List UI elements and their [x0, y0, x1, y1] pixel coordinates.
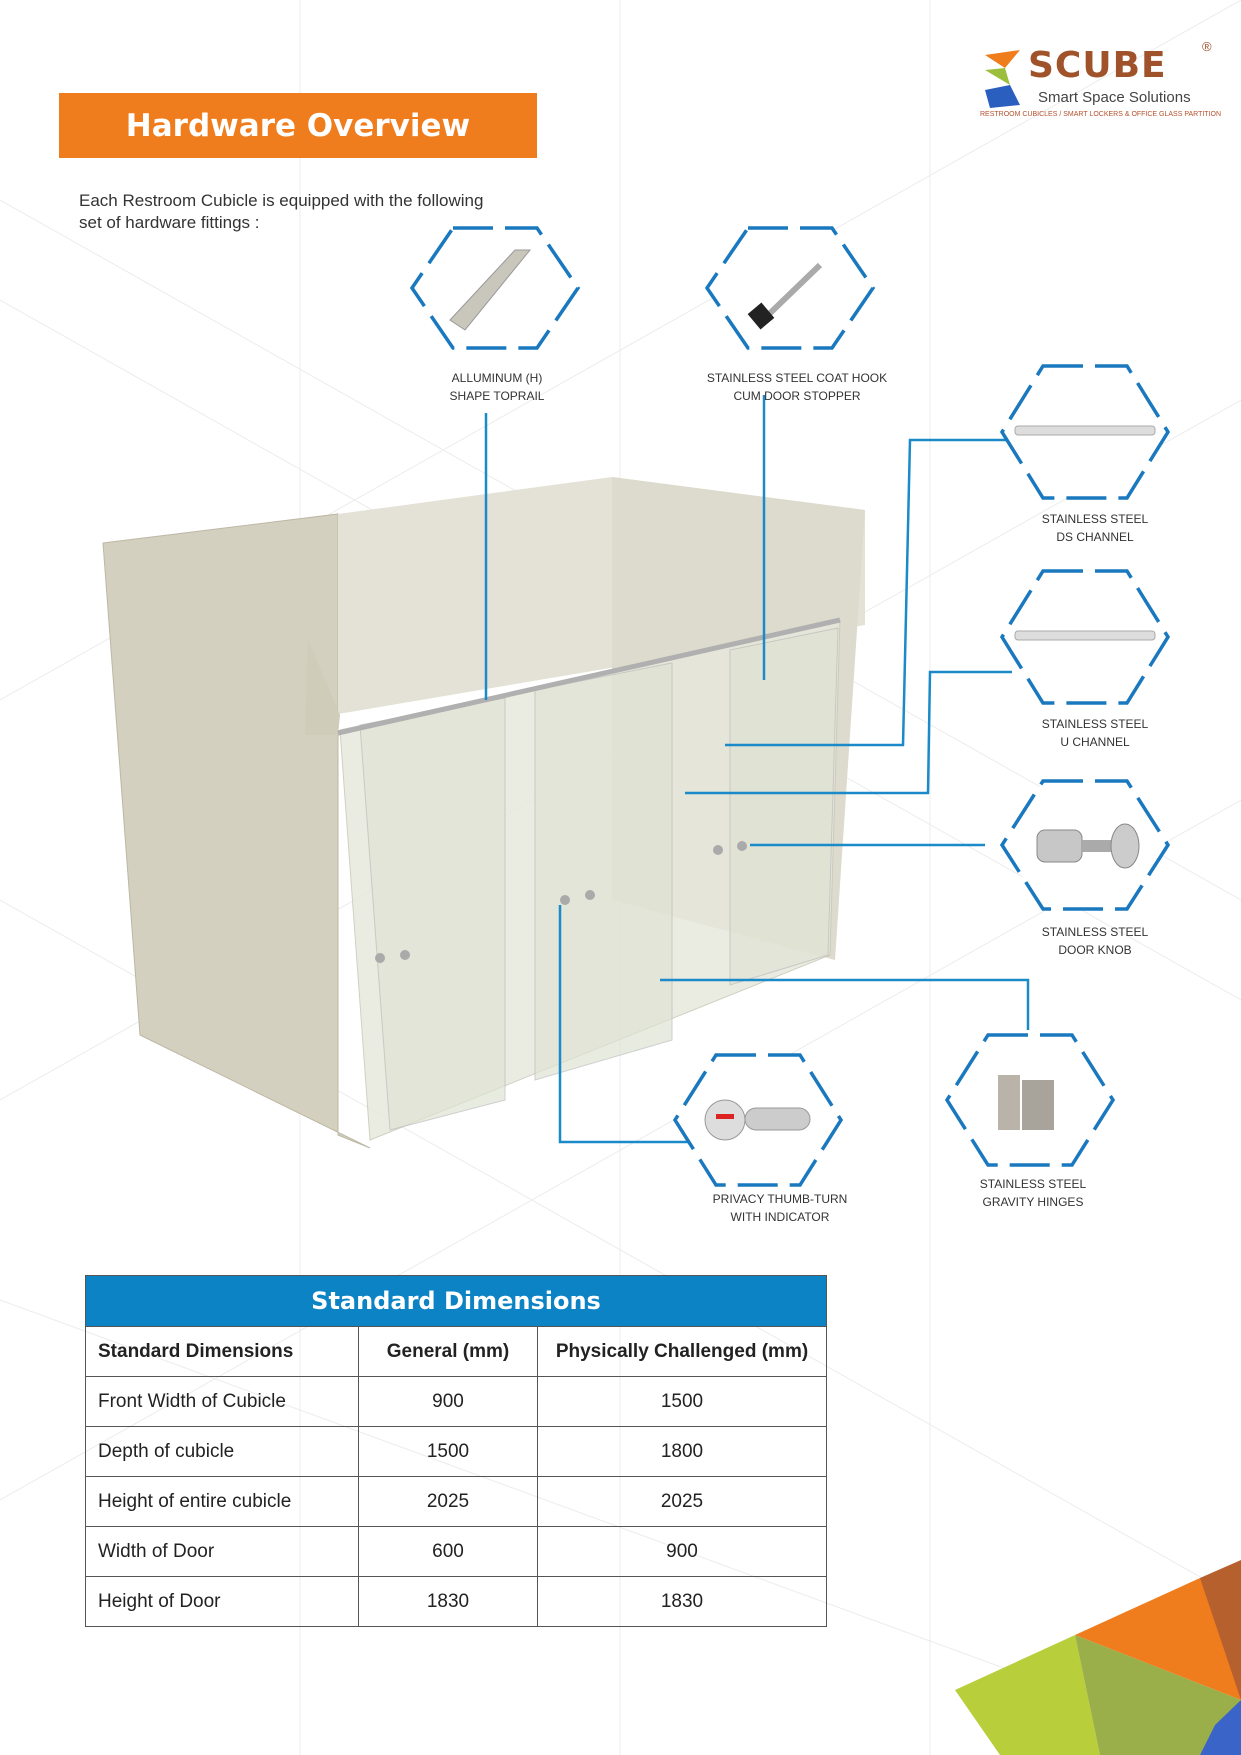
toprail-image — [449, 249, 532, 331]
cell: Front Width of Cubicle — [85, 1376, 359, 1427]
logo-mark-icon — [985, 50, 1020, 108]
label-line: GRAVITY HINGES — [982, 1195, 1084, 1209]
label-gravity-hinges: STAINLESS STEEL GRAVITY HINGES — [923, 1175, 1143, 1211]
registered-mark: ® — [1202, 39, 1212, 54]
toprail — [337, 617, 841, 736]
logo-subline: RESTROOM CUBICLES / SMART LOCKERS & OFFI… — [980, 111, 1222, 118]
column-header: General (mm) — [358, 1326, 538, 1377]
label-door-knob: STAINLESS STEEL DOOR KNOB — [985, 923, 1205, 959]
label-ds-channel: STAINLESS STEEL DS CHANNEL — [985, 510, 1205, 546]
logo-tagline: Smart Space Solutions — [1038, 89, 1191, 106]
column-header: Standard Dimensions — [85, 1326, 359, 1377]
cell: Height of Door — [85, 1576, 359, 1627]
cell: 1800 — [537, 1426, 827, 1477]
logo-wordmark: SCUBE — [1028, 45, 1167, 86]
dimensions-table: Standard Dimensions Standard Dimensions … — [85, 1275, 827, 1627]
label-coat-hook: STAINLESS STEEL COAT HOOK CUM DOOR STOPPE… — [687, 369, 907, 405]
cell: 600 — [358, 1526, 538, 1577]
label-line: U CHANNEL — [1060, 735, 1130, 749]
label-thumb-turn: PRIVACY THUMB-TURN WITH INDICATOR — [670, 1190, 890, 1226]
cell: 1500 — [358, 1426, 538, 1477]
label-line: WITH INDICATOR — [730, 1210, 830, 1224]
cell: 2025 — [537, 1476, 827, 1527]
page-title: Hardware Overview — [59, 93, 537, 158]
hexagon-frames — [409, 226, 1171, 1187]
cell: 2025 — [358, 1476, 538, 1527]
label-line: ALLUMINUM (H) — [451, 371, 543, 385]
label-line: DOOR KNOB — [1058, 943, 1132, 957]
table-title: Standard Dimensions — [85, 1275, 827, 1327]
hardware-images — [449, 249, 1156, 1141]
label-line: STAINLESS STEEL — [1041, 717, 1149, 731]
cell: 900 — [358, 1376, 538, 1427]
label-line: STAINLESS STEEL — [1041, 925, 1149, 939]
cell: 1830 — [358, 1576, 538, 1627]
label-toprail: ALLUMINUM (H) SHAPE TOPRAIL — [387, 369, 607, 405]
connector-lines — [484, 395, 1030, 1144]
label-line: STAINLESS STEEL COAT HOOK — [706, 371, 888, 385]
label-line: STAINLESS STEEL — [979, 1177, 1087, 1191]
intro-text: Each Restroom Cubicle is equipped with t… — [79, 191, 484, 232]
label-line: CUM DOOR STOPPER — [733, 389, 861, 403]
cell: Height of entire cubicle — [85, 1476, 359, 1527]
cell: 1500 — [537, 1376, 827, 1427]
cell: 900 — [537, 1526, 827, 1577]
label-line: PRIVACY THUMB-TURN — [712, 1192, 848, 1206]
label-line: DS CHANNEL — [1056, 530, 1134, 544]
table-header-row: Standard Dimensions General (mm) Physica… — [85, 1326, 827, 1377]
label-line: STAINLESS STEEL — [1041, 512, 1149, 526]
scube-logo: SCUBE ® Smart Space Solutions RESTROOM C… — [980, 40, 1222, 126]
column-header: Physically Challenged (mm) — [537, 1326, 827, 1377]
cell: 1830 — [537, 1576, 827, 1627]
cell: Depth of cubicle — [85, 1426, 359, 1477]
label-line: SHAPE TOPRAIL — [449, 389, 545, 403]
cubicle-illustration — [102, 477, 865, 1149]
cell: Width of Door — [85, 1526, 359, 1577]
label-u-channel: STAINLESS STEEL U CHANNEL — [985, 715, 1205, 751]
corner-decoration — [955, 1560, 1241, 1755]
